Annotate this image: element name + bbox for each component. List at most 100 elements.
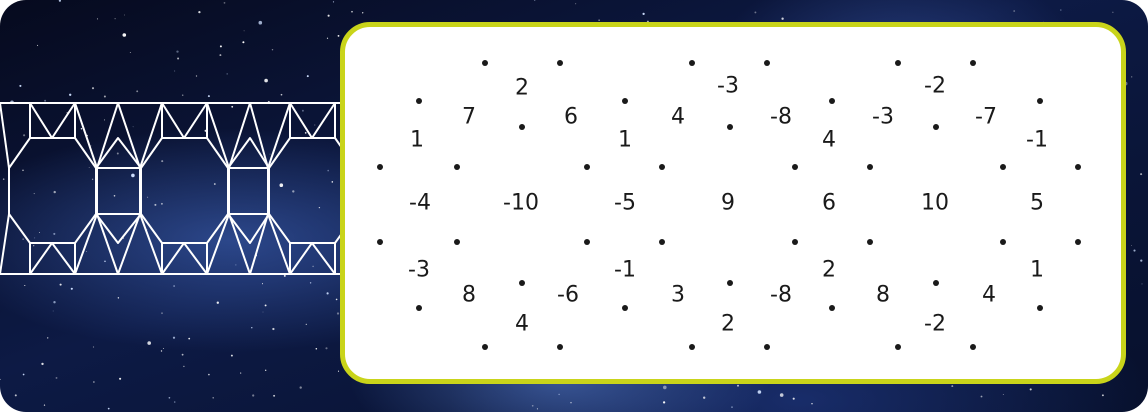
star bbox=[703, 397, 705, 399]
grid-dot bbox=[1000, 239, 1006, 245]
puzzle-number: 8 bbox=[462, 283, 476, 308]
grid-dot bbox=[895, 344, 901, 350]
grid-dot bbox=[1000, 164, 1006, 170]
puzzle-number: 2 bbox=[515, 76, 529, 101]
puzzle-number: -2 bbox=[924, 74, 946, 99]
grid-dot bbox=[622, 305, 628, 311]
star bbox=[781, 18, 783, 20]
puzzle-number: 4 bbox=[822, 128, 836, 153]
star bbox=[532, 405, 534, 407]
star bbox=[362, 12, 363, 13]
grid-dot bbox=[454, 164, 460, 170]
puzzle-number: -4 bbox=[409, 191, 431, 216]
puzzle-number: -7 bbox=[975, 105, 997, 130]
puzzle-number: 1 bbox=[1030, 258, 1044, 283]
puzzle-number: -8 bbox=[770, 105, 792, 130]
puzzle-number: -3 bbox=[717, 74, 739, 99]
star bbox=[1140, 259, 1142, 261]
grid-dot bbox=[482, 344, 488, 350]
star bbox=[1003, 394, 1004, 395]
star bbox=[1102, 394, 1104, 396]
star bbox=[981, 396, 983, 398]
puzzle-number: 8 bbox=[876, 283, 890, 308]
star bbox=[570, 402, 572, 404]
grid-dot bbox=[829, 98, 835, 104]
puzzle-number: -3 bbox=[408, 258, 430, 283]
grid-dot bbox=[519, 124, 525, 130]
grid-dot bbox=[970, 344, 976, 350]
star bbox=[951, 385, 953, 387]
grid-dot bbox=[689, 60, 695, 66]
grid-dot bbox=[1037, 305, 1043, 311]
puzzle-number: 9 bbox=[721, 191, 735, 216]
star bbox=[663, 386, 667, 390]
grid-dot bbox=[764, 60, 770, 66]
puzzle-number: -5 bbox=[614, 191, 636, 216]
star bbox=[663, 401, 665, 403]
puzzle-number: -1 bbox=[1026, 128, 1048, 153]
grid-dot bbox=[727, 280, 733, 286]
grid-dot bbox=[792, 239, 798, 245]
grid-dot bbox=[416, 98, 422, 104]
grid-dot bbox=[792, 164, 798, 170]
grid-dot bbox=[659, 239, 665, 245]
puzzle-number: -6 bbox=[557, 283, 579, 308]
grid-dot bbox=[584, 239, 590, 245]
star bbox=[1142, 283, 1143, 284]
star bbox=[537, 408, 538, 409]
puzzle-number: 3 bbox=[671, 283, 685, 308]
grid-dot bbox=[416, 305, 422, 311]
grid-dot bbox=[867, 164, 873, 170]
puzzle-number: 4 bbox=[671, 105, 685, 130]
star bbox=[811, 403, 812, 404]
puzzle-number: 7 bbox=[462, 105, 476, 130]
grid-dot bbox=[1037, 98, 1043, 104]
grid-dot bbox=[895, 60, 901, 66]
star bbox=[1140, 173, 1142, 175]
star bbox=[558, 394, 559, 395]
star bbox=[575, 3, 576, 4]
star bbox=[793, 398, 795, 400]
star bbox=[754, 11, 756, 13]
star bbox=[642, 13, 644, 15]
grid-dot bbox=[659, 164, 665, 170]
grid-dot bbox=[584, 164, 590, 170]
grid-dot bbox=[377, 164, 383, 170]
star bbox=[598, 20, 599, 21]
puzzle-number: -2 bbox=[924, 312, 946, 337]
star bbox=[1030, 388, 1032, 390]
grid-dot bbox=[377, 239, 383, 245]
puzzle-number: 1 bbox=[410, 128, 424, 153]
grid-dot bbox=[1075, 164, 1081, 170]
grid-dot bbox=[829, 305, 835, 311]
tessellation-pattern bbox=[0, 0, 360, 412]
star bbox=[1133, 250, 1135, 252]
star bbox=[1112, 12, 1113, 13]
puzzle-number: 4 bbox=[515, 312, 529, 337]
puzzle-number: -1 bbox=[614, 258, 636, 283]
grid-dot bbox=[622, 98, 628, 104]
star bbox=[1131, 76, 1132, 77]
grid-dot bbox=[867, 239, 873, 245]
grid-dot bbox=[933, 280, 939, 286]
grid-dot bbox=[689, 344, 695, 350]
grid-dot bbox=[1075, 239, 1081, 245]
puzzle-number: -8 bbox=[770, 283, 792, 308]
star bbox=[1060, 9, 1062, 11]
grid-dot bbox=[519, 280, 525, 286]
puzzle-number: 6 bbox=[564, 105, 578, 130]
star bbox=[737, 385, 739, 387]
puzzle-number: 2 bbox=[822, 258, 836, 283]
star bbox=[780, 393, 784, 397]
puzzle-number: 4 bbox=[982, 283, 996, 308]
star bbox=[731, 406, 733, 408]
grid-dot bbox=[454, 239, 460, 245]
puzzle-number: 1 bbox=[618, 128, 632, 153]
grid-dot bbox=[764, 344, 770, 350]
puzzle-number: -3 bbox=[872, 105, 894, 130]
puzzle-number: -10 bbox=[503, 191, 539, 216]
star bbox=[534, 0, 535, 1]
grid-dot bbox=[482, 60, 488, 66]
